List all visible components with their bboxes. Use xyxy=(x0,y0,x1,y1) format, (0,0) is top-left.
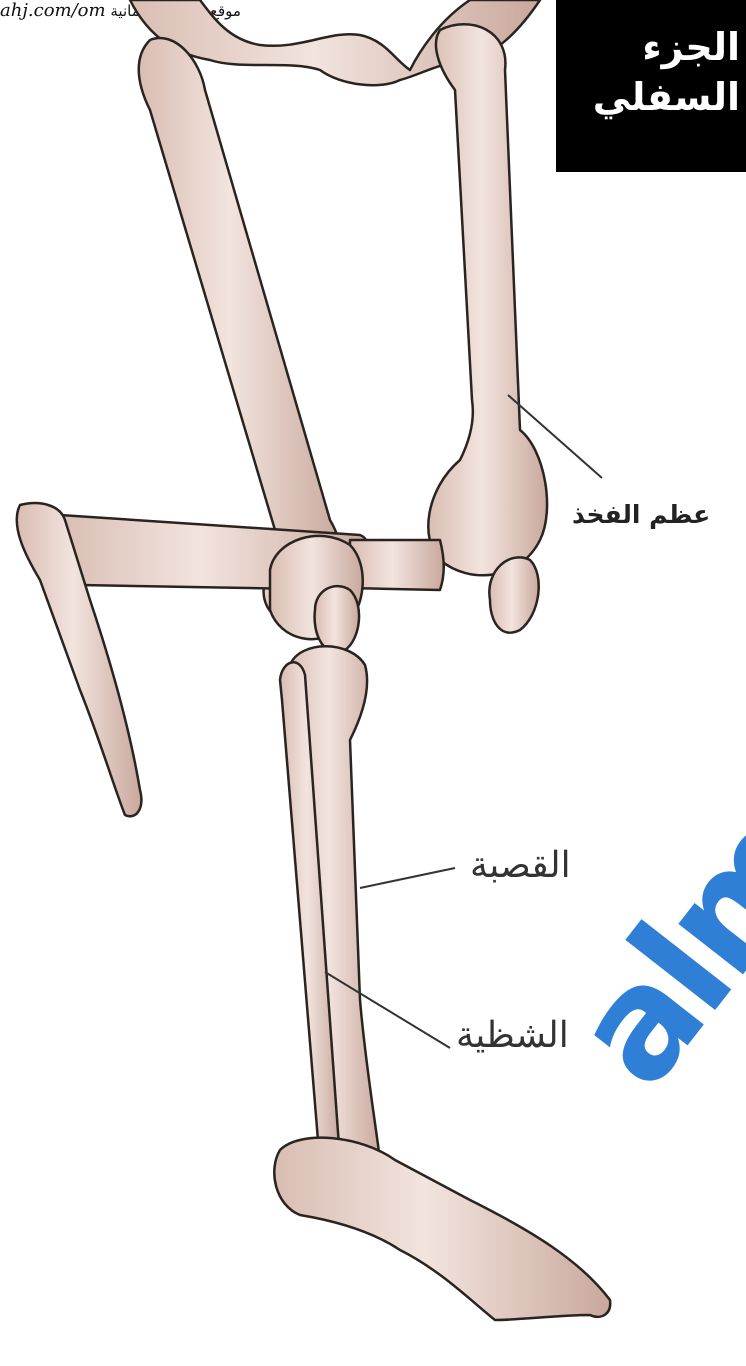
right-patella xyxy=(489,557,538,632)
standing-foot xyxy=(274,1138,610,1320)
tibia-leader-line xyxy=(360,868,455,888)
title-line-1: الجزء xyxy=(556,22,746,72)
label-femur: عظم الفخذ xyxy=(572,500,710,529)
label-fibula: الشظية xyxy=(456,1015,569,1056)
horizontal-connector xyxy=(350,540,444,590)
title-line-2: السفلي xyxy=(556,72,746,122)
right-femur xyxy=(428,24,547,575)
label-tibia: القصبة xyxy=(470,845,571,886)
center-patella xyxy=(315,586,359,652)
section-title: الجزء السفلي xyxy=(556,0,746,172)
